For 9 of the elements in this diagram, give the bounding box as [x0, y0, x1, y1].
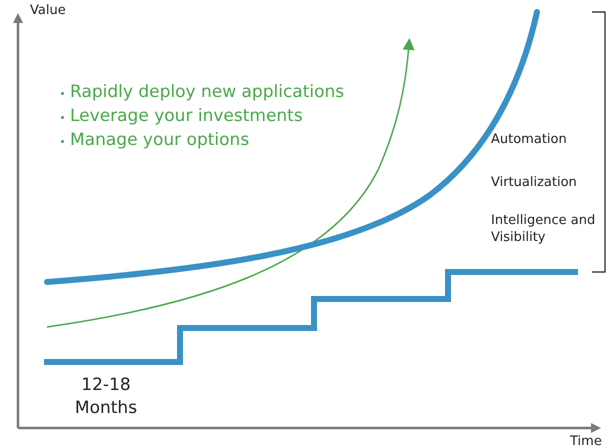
axis-title: Value — [30, 3, 66, 20]
bullet-text: Rapidly deploy new applications — [70, 81, 344, 104]
bullet-text: Manage your options — [70, 129, 250, 152]
layer-label: Intelligence and Visibility — [491, 213, 596, 247]
layer-label: Virtualization — [491, 175, 577, 192]
axis-title: Time — [570, 434, 602, 448]
bullet-text: Leverage your investments — [70, 105, 303, 128]
layer-label: Automation — [491, 132, 567, 149]
duration-label: 12-18 Months — [74, 374, 138, 420]
